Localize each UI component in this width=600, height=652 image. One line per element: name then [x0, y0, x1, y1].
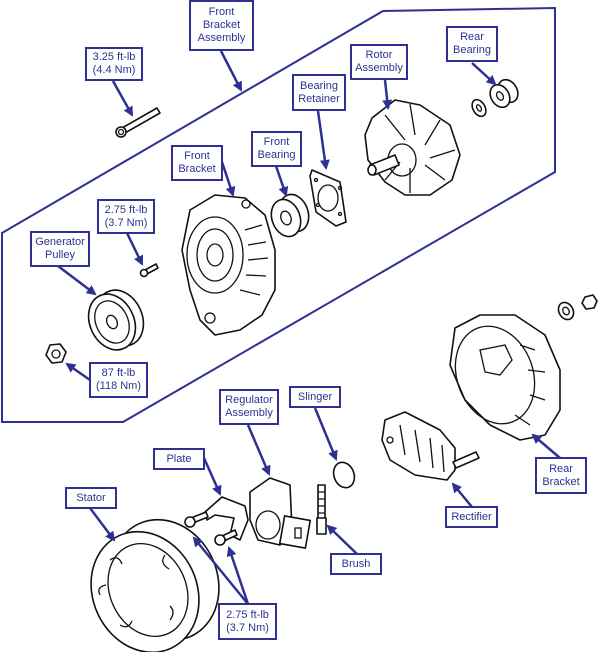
pulley-nut-part: [45, 343, 67, 364]
label-line: Rectifier: [451, 510, 492, 523]
front-bracket-part: [181, 194, 276, 336]
label-line: (118 Nm): [95, 380, 142, 392]
label-line: 2.75 ft-lb: [226, 608, 269, 621]
bearing-retainer-part: [309, 169, 347, 227]
label-line: Front: [263, 136, 290, 148]
label-line: Rear: [460, 31, 484, 43]
callout-pulley-nut-torque: 87 ft-lb(118 Nm): [89, 362, 148, 398]
callout-slinger: Slinger: [289, 386, 341, 408]
label-line: Bearing: [300, 79, 338, 92]
label-line: (3.7 Nm): [104, 216, 148, 229]
rear-bearing-part: [489, 78, 519, 109]
brush-part: [316, 484, 327, 535]
callout-screw-torque-bottom: 2.75 ft-lb(3.7 Nm): [218, 603, 277, 640]
label-line: 2.75 ft-lb: [104, 203, 148, 216]
front-bearing-part: [270, 193, 310, 238]
label-line: Stator: [76, 491, 106, 504]
slinger-part: [332, 461, 356, 489]
label-line: Pulley: [45, 249, 75, 261]
callout-plate: Plate: [153, 448, 205, 470]
plate-part: [204, 496, 249, 541]
label-line: Bracket: [178, 163, 216, 175]
label-line: Front: [208, 6, 235, 18]
label-line: (4.4 Nm): [92, 64, 136, 76]
label-line: 3.25 ft-lb: [92, 51, 136, 63]
label-line: Bearing: [453, 44, 491, 56]
regulator-assembly-part: [249, 477, 312, 549]
rectifier-part: [381, 411, 480, 481]
label-line: Rear: [549, 462, 573, 475]
label-line: Slinger: [297, 390, 333, 403]
screw-part: [184, 511, 238, 546]
washer-part: [471, 98, 487, 118]
label-line: Regulator: [225, 394, 273, 406]
label-line: Bearing: [257, 149, 296, 161]
label-line: Assembly: [225, 407, 273, 419]
label-line: Front: [184, 150, 210, 162]
callout-brush: Brush: [330, 553, 382, 575]
callout-rectifier: Rectifier: [445, 506, 498, 528]
callout-bolt-torque: 3.25 ft-lb(4.4 Nm): [85, 47, 143, 81]
rear-nut-part: [557, 294, 598, 321]
rotor-assembly-part: [364, 99, 461, 196]
label-line: Brush: [341, 557, 371, 570]
label-line: Plate: [166, 452, 192, 465]
stator-part: [90, 518, 220, 652]
label-line: (3.7 Nm): [226, 621, 269, 634]
callout-arrows: [57, 50, 561, 605]
bolt-part: [115, 107, 161, 138]
label-line: Retainer: [298, 92, 340, 105]
label-line: Bracket: [202, 19, 241, 31]
generator-pulley-part: [87, 289, 145, 351]
label-line: Assembly: [355, 62, 403, 74]
rear-bracket-part: [449, 314, 561, 441]
label-line: 87 ft-lb: [101, 367, 136, 379]
callout-stator: Stator: [65, 487, 117, 509]
label-line: Rotor: [365, 49, 393, 61]
label-line: Assembly: [197, 32, 246, 44]
label-line: Bracket: [542, 475, 580, 488]
screw-part: [139, 263, 159, 278]
callout-screw-torque-top: 2.75 ft-lb(3.7 Nm): [97, 199, 155, 234]
label-line: Generator: [35, 236, 85, 248]
front-bracket-assembly-boundary: [0, 6, 556, 423]
